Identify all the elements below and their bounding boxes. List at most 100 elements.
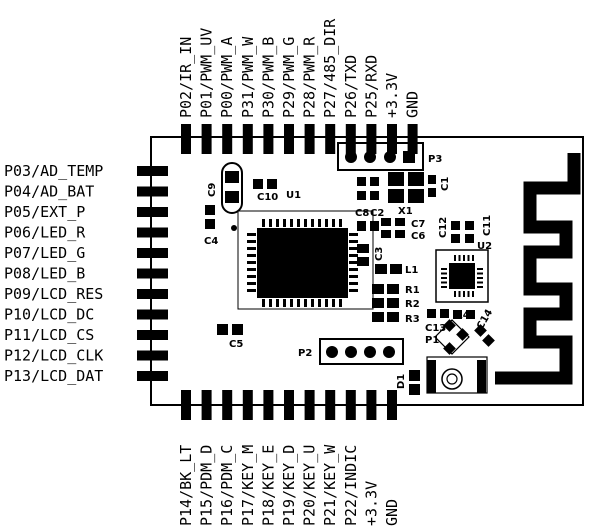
- u2-leads: [441, 255, 483, 297]
- r1-pad: [387, 284, 399, 294]
- u2-lead: [477, 286, 483, 288]
- top-pin-label: P30/PWM_B: [259, 37, 277, 118]
- r3-pad: [372, 312, 384, 322]
- left-pin-pad: [137, 330, 168, 340]
- c9-outline: [221, 162, 243, 214]
- ref-r2: R2: [405, 299, 420, 310]
- p1-connector: [426, 356, 488, 394]
- bottom-pin-pad: [345, 390, 356, 420]
- u2-lead: [441, 268, 447, 270]
- x1-crystal-area: [357, 172, 436, 203]
- p1-center: [446, 373, 458, 385]
- top-pin-label: P26/TXD: [342, 55, 360, 118]
- ref-u2: U2: [477, 241, 492, 252]
- left-pin-label: P13/LCD_DAT: [4, 367, 103, 385]
- ref-r1: R1: [405, 285, 420, 296]
- u1-lead: [349, 233, 358, 236]
- x1-pad: [388, 172, 404, 186]
- r3-pad: [387, 312, 399, 322]
- bottom-pin-pad: [181, 390, 191, 420]
- u1-lead: [349, 282, 358, 285]
- left-pin-label: P11/LCD_CS: [4, 326, 94, 344]
- u2-outline: [435, 249, 489, 303]
- diamond-pad: [443, 342, 456, 355]
- u1-lead: [276, 219, 279, 227]
- c14-pad: [474, 324, 487, 337]
- pad: [357, 177, 366, 186]
- u2-body: [449, 263, 475, 289]
- bottom-pin-label: P17/KEY_M: [239, 445, 257, 526]
- top-pin-label: P02/IR_IN: [177, 37, 195, 118]
- u2-lead: [463, 255, 465, 261]
- c4-pad-a: [205, 205, 215, 215]
- u1-lead: [247, 282, 256, 285]
- u2-lead: [477, 268, 483, 270]
- top-pin-pad: [222, 124, 233, 154]
- ref-r4: R4: [455, 310, 470, 321]
- u1-lead: [318, 219, 321, 227]
- top-pin-label: P29/PWM_G: [280, 37, 298, 118]
- top-pin-pad: [201, 124, 212, 154]
- c12-pad: [451, 234, 460, 243]
- u1-lead: [283, 299, 286, 307]
- left-pin-label: P07/LED_G: [4, 244, 85, 262]
- u1-lead: [318, 299, 321, 307]
- u1-lead: [290, 219, 293, 227]
- c7-pad: [381, 218, 391, 226]
- ref-p2: P2: [298, 348, 312, 359]
- u1-lead: [332, 219, 335, 227]
- x1-pad: [408, 189, 424, 203]
- left-pin-pad: [137, 309, 168, 320]
- top-pin-label: P27/485_DIR: [321, 18, 339, 118]
- u2-lead: [472, 291, 474, 297]
- u1-lead: [311, 299, 314, 307]
- left-pin-pad: [137, 248, 168, 258]
- u1-leads: [247, 219, 358, 307]
- c4-pad-b: [205, 219, 215, 229]
- u1-lead: [247, 254, 256, 257]
- u1-lead: [247, 233, 256, 236]
- ref-c1: C1: [440, 177, 451, 191]
- u2-lead: [441, 286, 447, 288]
- bottom-pin-label: P19/KEY_D: [280, 445, 298, 526]
- bottom-pin-label: P20/KEY_U: [301, 445, 319, 526]
- c11-pad: [465, 221, 474, 230]
- u1-lead: [332, 299, 335, 307]
- left-pin-pad: [137, 371, 168, 381]
- u1-lead: [349, 289, 358, 292]
- left-pin-label: P08/LED_B: [4, 265, 85, 283]
- u1-lead: [262, 219, 265, 227]
- top-pin-pad: [284, 124, 294, 154]
- ref-p1: P1: [425, 335, 439, 346]
- u2-lead: [458, 255, 461, 261]
- p2-pin: [326, 346, 338, 358]
- p1-pad-left: [427, 360, 436, 393]
- u1-lead: [349, 275, 358, 278]
- u1-lead: [269, 299, 272, 307]
- p2-header: [319, 338, 404, 365]
- u2-lead: [467, 291, 470, 297]
- left-pin-label: P09/LCD_RES: [4, 285, 103, 303]
- ref-c13: C13: [425, 323, 446, 334]
- c6-pad: [395, 230, 405, 238]
- top-pin-pad: [304, 124, 315, 154]
- u1-lead: [247, 247, 256, 250]
- l1-pad: [390, 264, 402, 274]
- bottom-pin-label: GND: [383, 499, 401, 526]
- reference-labels: C9 C10 U1 C4 C5 P3 C1 C8 C2 X1 C7 C6 C3 …: [204, 154, 495, 389]
- ref-p3: P3: [428, 154, 442, 165]
- u1-lead: [276, 299, 279, 307]
- top-pin-label: +3.3V: [383, 73, 401, 118]
- c10-pad-a: [253, 179, 263, 189]
- u1-lead: [262, 299, 265, 307]
- pad: [370, 177, 379, 186]
- bottom-pin-label: P15/PDM_D: [198, 445, 216, 526]
- r4-pad: [453, 310, 462, 319]
- left-pin-label: P03/AD_TEMP: [4, 162, 103, 180]
- u2-lead: [441, 272, 447, 275]
- u1-lead: [269, 219, 272, 227]
- top-pin-pad: [263, 124, 274, 154]
- top-pin-pad: [345, 124, 356, 154]
- p3-outline: [337, 142, 424, 171]
- ref-c6: C6: [411, 231, 425, 242]
